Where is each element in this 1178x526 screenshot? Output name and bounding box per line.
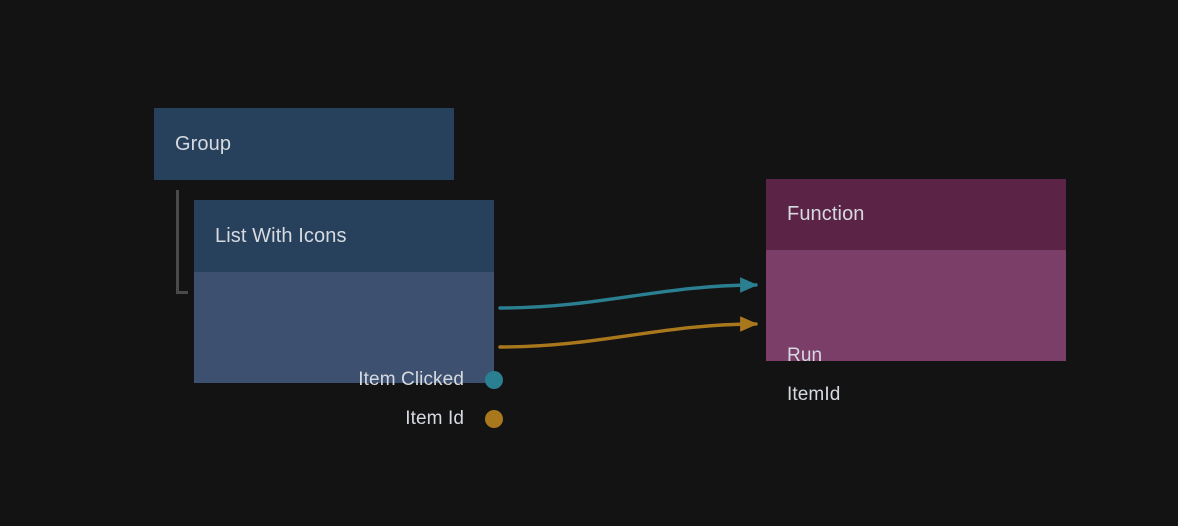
output-port-item-clicked[interactable]: Item Clicked (358, 367, 503, 393)
input-port-run[interactable]: Run (766, 343, 822, 369)
node-list-with-icons-title: List With Icons (215, 224, 347, 247)
input-port-itemid[interactable]: ItemId (766, 382, 840, 408)
node-list-with-icons-header[interactable]: List With Icons (194, 200, 494, 272)
output-port-item-id[interactable]: Item Id (405, 406, 503, 432)
output-port-item-clicked-dot-icon[interactable] (485, 371, 503, 389)
node-function[interactable]: Function Run ItemId (766, 179, 1066, 405)
output-port-item-id-dot-icon[interactable] (485, 410, 503, 428)
node-function-body: Run ItemId (766, 250, 1066, 405)
node-group-title: Group (175, 132, 232, 155)
input-port-run-label: Run (787, 345, 823, 366)
connection-item-id-to-itemid (498, 316, 758, 349)
output-port-item-id-label: Item Id (405, 408, 464, 429)
node-function-header[interactable]: Function (766, 179, 1066, 250)
connection-item-clicked-to-run (498, 277, 758, 310)
node-function-title: Function (787, 203, 865, 225)
input-port-itemid-label: ItemId (787, 384, 841, 405)
node-group[interactable]: Group (154, 108, 454, 180)
node-list-with-icons-body: Item Clicked Item Id (194, 272, 503, 429)
output-port-item-clicked-label: Item Clicked (358, 369, 464, 390)
node-list-with-icons[interactable]: List With Icons Item Clicked Item Id (194, 200, 503, 429)
group-bracket (176, 190, 188, 294)
